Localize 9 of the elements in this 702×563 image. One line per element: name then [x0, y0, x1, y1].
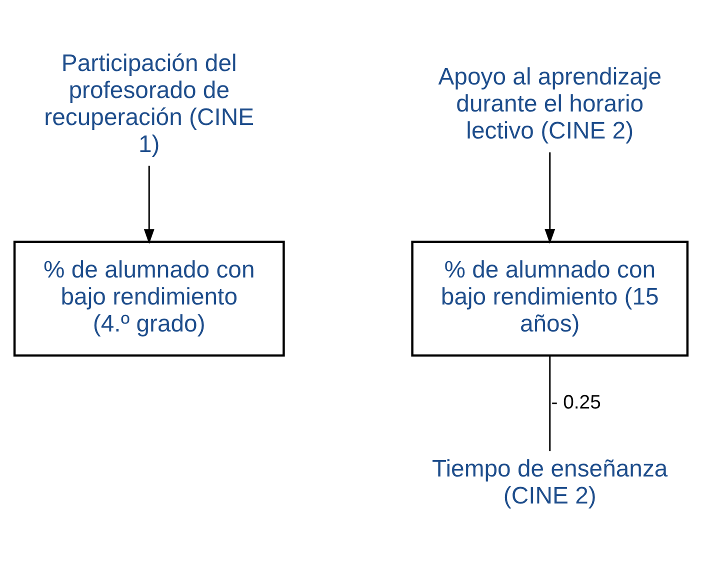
node-text: Apoyo al aprendizaje durante el horario lectivo (CINE 2) [438, 64, 662, 144]
arrow [544, 152, 556, 244]
node-text: Tiempo de enseñanza (CINE 2) [432, 455, 668, 510]
node-box: % de alumnado con bajo rendimiento (4.º grado) [13, 240, 285, 357]
node-box: % de alumnado con bajo rendimiento (15 años) [411, 240, 689, 357]
arrow [144, 166, 154, 244]
edge-label: - 0.25 [551, 391, 601, 414]
node-text: Participación del profesorado de recuperación (CINE 1) [44, 50, 254, 158]
connector [549, 356, 551, 452]
